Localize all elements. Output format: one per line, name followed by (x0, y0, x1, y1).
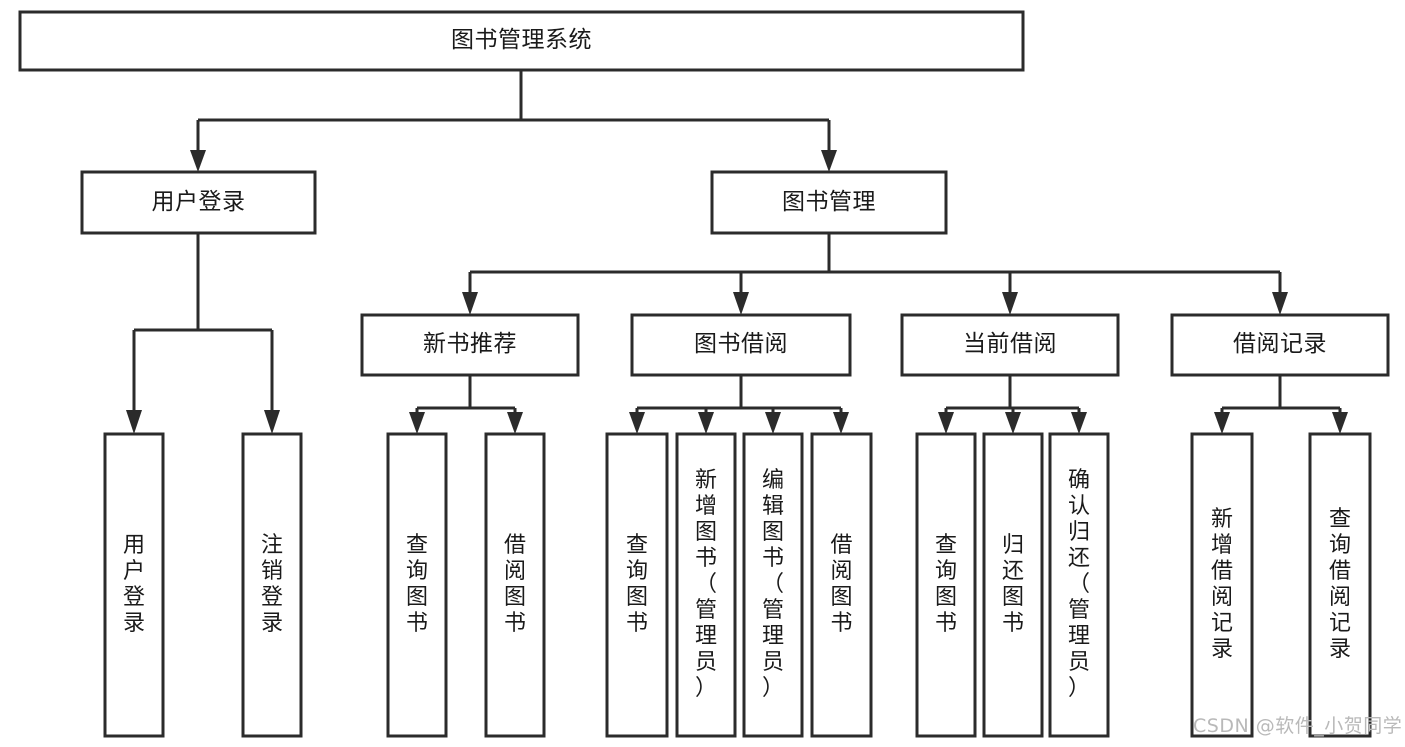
watermark-text: CSDN @软件_小贺同学 (1193, 715, 1403, 737)
arrow-to-leaf-edit-book (765, 412, 781, 434)
node-box-book-management[interactable] (710, 170, 948, 235)
node-box-leaf-return-book[interactable] (982, 432, 1044, 738)
edge-group-user-login (126, 233, 280, 434)
node-box-new-book-recommend[interactable] (360, 313, 580, 377)
node-box-leaf-query-borrow-record[interactable] (1308, 432, 1372, 738)
node-box-leaf-query-book-borrow[interactable] (605, 432, 669, 738)
node-box-leaf-add-book[interactable] (675, 432, 737, 738)
node-box-leaf-query-book-recommend[interactable] (386, 432, 448, 738)
arrow-to-leaf-confirm-return (1071, 412, 1087, 434)
arrow-to-leaf-add-borrow-record (1214, 412, 1230, 434)
edge-group-borrow-record (1214, 375, 1348, 434)
arrow-to-leaf-return-book (1005, 412, 1021, 434)
node-box-borrow-record[interactable] (1170, 313, 1390, 377)
node-box-leaf-edit-book[interactable] (742, 432, 804, 738)
node-box-root[interactable] (18, 10, 1025, 72)
edge-group-current-borrow (938, 375, 1087, 434)
edge-group-book-management (462, 233, 1288, 315)
node-box-leaf-query-book-current[interactable] (915, 432, 977, 738)
node-box-book-borrow[interactable] (630, 313, 852, 377)
arrow-to-leaf-add-book (698, 412, 714, 434)
edge-group-book-borrow (629, 375, 849, 434)
node-box-leaf-add-borrow-record[interactable] (1190, 432, 1254, 738)
arrow-to-new-book-recommend (462, 292, 478, 315)
node-box-leaf-borrow-book[interactable] (810, 432, 873, 738)
arrow-to-leaf-query-book-borrow (629, 412, 645, 434)
node-box-user-login[interactable] (80, 170, 317, 235)
arrow-to-leaf-query-book-current (938, 412, 954, 434)
arrow-to-leaf-borrow-book-recommend (507, 412, 523, 434)
node-box-current-borrow[interactable] (900, 313, 1120, 377)
node-box-leaf-borrow-book-recommend[interactable] (484, 432, 546, 738)
arrow-to-user-login (190, 150, 206, 172)
node-box-leaf-confirm-return[interactable] (1048, 432, 1110, 738)
arrow-to-book-borrow (733, 292, 749, 315)
node-box-leaf-logout[interactable] (241, 432, 303, 738)
arrow-to-leaf-query-borrow-record (1332, 412, 1348, 434)
edge-group-root (190, 70, 837, 172)
arrow-to-leaf-query-book-recommend (409, 412, 425, 434)
arrow-to-leaf-user-login (126, 410, 142, 434)
node-box-leaf-user-login[interactable] (103, 432, 165, 738)
arrow-to-current-borrow (1002, 292, 1018, 315)
arrow-to-leaf-logout (264, 410, 280, 434)
arrow-to-book-management (821, 150, 837, 172)
edge-group-new-book-recommend (409, 375, 523, 434)
arrow-to-leaf-borrow-book (833, 412, 849, 434)
arrow-to-borrow-record (1272, 292, 1288, 315)
